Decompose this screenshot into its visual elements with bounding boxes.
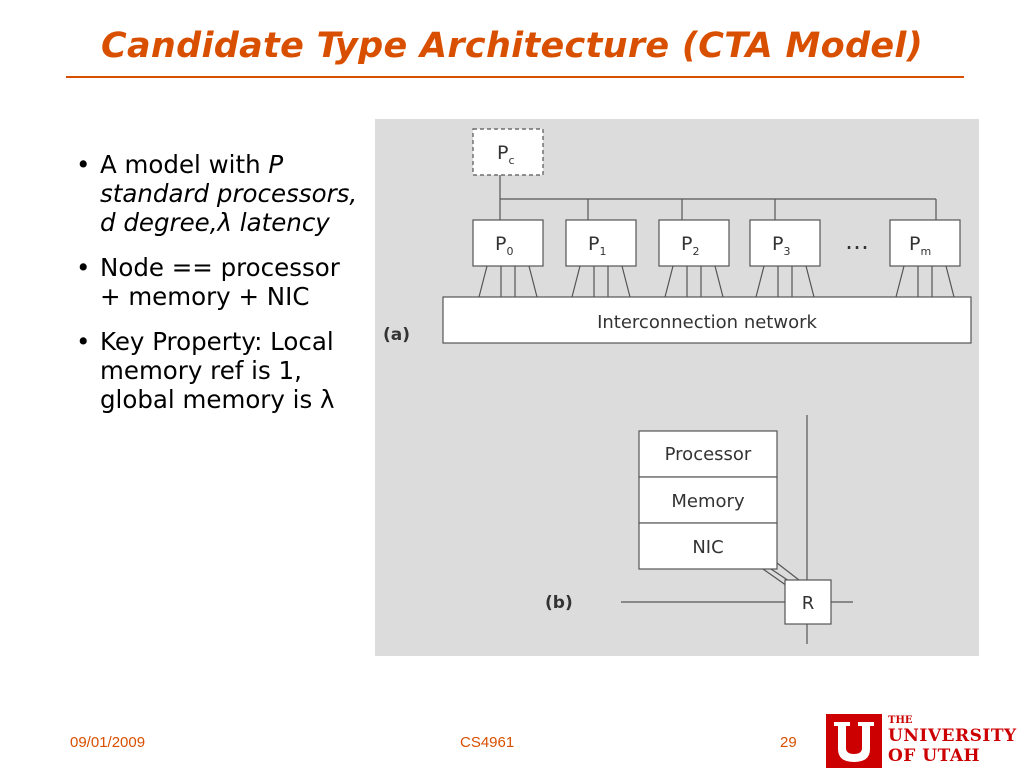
cta-diagram: Pc P0 P1 P2 P3 … Pm (375, 119, 979, 656)
controller-box (472, 128, 544, 176)
bullet-text: A model with (100, 150, 269, 179)
processor-links (478, 265, 955, 298)
slide-title: Candidate Type Architecture (CTA Model) (101, 26, 923, 66)
logo-the: THE (888, 715, 913, 726)
node-stack: Processor Memory NIC (638, 430, 778, 570)
svg-text:P3: P3 (772, 233, 790, 258)
panel-b-label: (b) (545, 593, 573, 613)
diagram-svg: Pc P0 P1 P2 P3 … Pm (383, 128, 972, 644)
network-label: Interconnection network (597, 312, 817, 333)
bullet-dot: • (76, 150, 91, 179)
processor-block (638, 430, 778, 478)
nic-router-link (776, 562, 800, 581)
bullet-item: • A model with P standard processors, d … (76, 150, 366, 237)
router-box (784, 579, 832, 625)
bullet-dot: • (76, 253, 91, 282)
bullet-dot: • (76, 327, 91, 356)
footer-date: 09/01/2009 (70, 734, 146, 751)
nic-block (638, 522, 778, 570)
logo-of-utah: OF UTAH (888, 746, 981, 766)
logo-university: UNIVERSITY (888, 726, 1017, 746)
bullet-text: Key Property: Local memory ref is 1, glo… (100, 327, 335, 414)
svg-text:Pm: Pm (909, 233, 931, 258)
svg-text:P0: P0 (495, 233, 513, 258)
bullet-text-italic: P standard processors, d degree,λ latenc… (100, 150, 358, 237)
processor-p0: P0 (472, 219, 544, 267)
nic-block-label: NIC (692, 537, 723, 558)
interconnection-network (442, 296, 972, 344)
footer-page-number: 29 (780, 734, 797, 751)
bullet-item: • Key Property: Local memory ref is 1, g… (76, 327, 366, 414)
footer-course: CS4961 (460, 734, 515, 751)
title-underline (66, 76, 964, 78)
university-logo: THE UNIVERSITY OF UTAH (826, 714, 1024, 768)
panel-a-label: (a) (383, 325, 410, 345)
processor-p3: P3 (749, 219, 821, 267)
processor-pm: Pm (889, 219, 961, 267)
bullet-text: Node == processor + memory + NIC (100, 253, 340, 311)
memory-block-label: Memory (671, 491, 745, 512)
logo-wordmark: THE UNIVERSITY OF UTAH (888, 714, 1024, 768)
processor-p1: P1 (565, 219, 637, 267)
processor-block-label: Processor (665, 444, 752, 465)
block-u-icon (826, 714, 882, 768)
bullet-item: • Node == processor + memory + NIC (76, 253, 366, 311)
controller-label: Pc (497, 142, 515, 167)
processor-p2: P2 (658, 219, 730, 267)
memory-block (638, 476, 778, 524)
svg-text:P2: P2 (681, 233, 699, 258)
ellipsis: … (845, 227, 869, 255)
svg-text:P1: P1 (588, 233, 606, 258)
bullet-list: • A model with P standard processors, d … (76, 150, 366, 430)
router-label: R (802, 593, 815, 614)
